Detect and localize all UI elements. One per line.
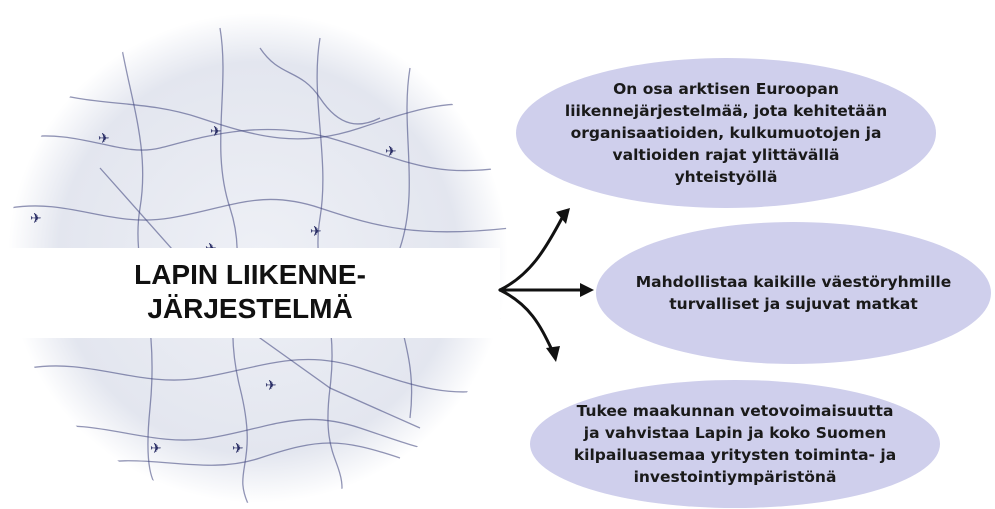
title-band — [0, 248, 500, 338]
branch-arrows — [498, 208, 594, 362]
goal-text: Tukee maakunnan vetovoimaisuutta ja vahv… — [573, 402, 897, 486]
arrow-up — [498, 216, 564, 292]
svg-text:✈: ✈ — [210, 124, 222, 140]
svg-text:✈: ✈ — [265, 378, 277, 394]
svg-text:✈: ✈ — [30, 211, 42, 227]
title-line-1: LAPIN LIIKENNE- — [134, 259, 366, 290]
arrow-up-head — [556, 208, 570, 224]
svg-text:✈: ✈ — [385, 144, 397, 160]
arrow-down — [498, 288, 554, 352]
svg-text:✈: ✈ — [232, 441, 244, 457]
center-title: LAPIN LIIKENNE- JÄRJESTELMÄ — [60, 258, 440, 326]
goal-oval-attractiveness: Tukee maakunnan vetovoimaisuutta ja vahv… — [530, 380, 940, 508]
svg-text:✈: ✈ — [310, 224, 322, 240]
goal-oval-arctic: On osa arktisen Euroopan liikennejärjest… — [516, 58, 936, 208]
goal-text: Mahdollistaa kaikille väestöryhmille tur… — [635, 273, 952, 313]
title-line-2: JÄRJESTELMÄ — [147, 293, 353, 324]
svg-text:✈: ✈ — [150, 441, 162, 457]
goal-text: On osa arktisen Euroopan liikennejärjest… — [564, 80, 888, 186]
arrow-right-head — [580, 283, 594, 297]
svg-text:✈: ✈ — [98, 131, 110, 147]
arrow-down-head — [546, 346, 560, 362]
goal-oval-safety: Mahdollistaa kaikille väestöryhmille tur… — [596, 222, 991, 364]
